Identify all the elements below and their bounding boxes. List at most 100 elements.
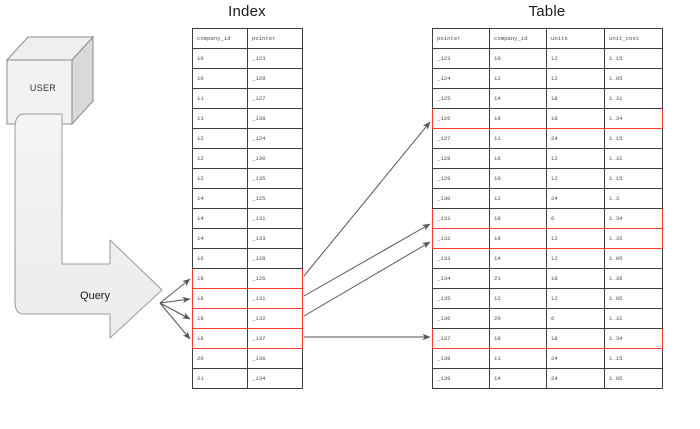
table-row-cell-company_id: 18 xyxy=(489,328,547,349)
table-row-cell-company_id: 11 xyxy=(489,128,547,149)
table-row-cell-units: 18 xyxy=(546,88,605,109)
table-row-cell-pointer: _124 xyxy=(432,68,490,89)
table-row-cell-units: 24 xyxy=(546,348,605,369)
index-row: 18_137 xyxy=(192,328,303,349)
table-row-cell-units: 12 xyxy=(546,288,605,309)
query-arrow-shape xyxy=(14,113,163,339)
index-row-cell-pointer: _125 xyxy=(247,188,303,209)
table-row-cell-unit_cost: 1.15 xyxy=(604,168,663,189)
index-row: 18_126 xyxy=(192,268,303,289)
index-row: 11_127 xyxy=(192,88,303,109)
index-row: 14_133 xyxy=(192,228,303,249)
table-row-cell-units: 6 xyxy=(546,308,605,329)
index-row: 10_123 xyxy=(192,48,303,69)
table-row-cell-unit_cost: 1.31 xyxy=(604,308,663,329)
table-row-cell-unit_cost: 1.31 xyxy=(604,148,663,169)
index-131-to-table-131 xyxy=(303,223,431,297)
table-row-cell-company_id: 14 xyxy=(489,88,547,109)
index-row-cell-company_id: 12 xyxy=(192,128,248,149)
index-row-cell-pointer: _134 xyxy=(247,368,303,389)
index-row-cell-company_id: 18 xyxy=(192,288,248,309)
index-row-cell-company_id: 16 xyxy=(192,248,248,269)
table-row-cell-company_id: 12 xyxy=(489,188,547,209)
table-row-cell-unit_cost: 1.31 xyxy=(604,88,663,109)
table-row-cell-company_id: 12 xyxy=(489,68,547,89)
table-row-cell-pointer: _134 xyxy=(432,268,490,289)
table-row-cell-units: 18 xyxy=(546,268,605,289)
table-row-cell-units: 12 xyxy=(546,168,605,189)
table-row-cell-units: 18 xyxy=(546,328,605,349)
table-row-cell-pointer: _135 xyxy=(432,288,490,309)
index-row-cell-pointer: _135 xyxy=(247,168,303,189)
table-row-cell-pointer: _131 xyxy=(432,208,490,229)
table-row-cell-units: 24 xyxy=(546,368,605,389)
index-row: 12_124 xyxy=(192,128,303,149)
index-row-cell-company_id: 12 xyxy=(192,148,248,169)
table-row-cell-unit_cost: 1.05 xyxy=(604,368,663,389)
table-row-cell-pointer: _123 xyxy=(432,48,490,69)
table-row-cell-company_id: 10 xyxy=(489,48,547,69)
table-col-units: units xyxy=(546,28,605,49)
index-row-cell-company_id: 14 xyxy=(192,228,248,249)
index-row: 16_128 xyxy=(192,248,303,269)
index-row-cell-pointer: _123 xyxy=(247,48,303,69)
index-row-cell-pointer: _127 xyxy=(247,88,303,109)
index-row: 14_131 xyxy=(192,208,303,229)
index-row-cell-pointer: _131 xyxy=(247,208,303,229)
table-row-cell-units: 18 xyxy=(546,108,605,129)
index-row-cell-pointer: _128 xyxy=(247,248,303,269)
index-row: 18_132 xyxy=(192,308,303,329)
index-col-company-id: company_id xyxy=(192,28,248,49)
index-126-to-table-126 xyxy=(303,121,431,277)
table-row-cell-company_id: 18 xyxy=(489,208,547,229)
index-row: 18_131 xyxy=(192,288,303,309)
table-row-cell-unit_cost: 1.15 xyxy=(604,348,663,369)
table-row-cell-units: 12 xyxy=(546,148,605,169)
index-row: 20_136 xyxy=(192,348,303,369)
index-row: 14_125 xyxy=(192,188,303,209)
index-header-row: company_id pointer xyxy=(192,28,303,49)
table-row-cell-units: 12 xyxy=(546,68,605,89)
table-row-cell-pointer: _132 xyxy=(432,228,490,249)
table-row-cell-company_id: 18 xyxy=(489,108,547,129)
index-row-cell-pointer: _137 xyxy=(247,328,303,349)
index-col-pointer: pointer xyxy=(247,28,303,49)
index-row-cell-pointer: _136 xyxy=(247,348,303,369)
index-row-cell-company_id: 10 xyxy=(192,68,248,89)
table-row-cell-company_id: 14 xyxy=(489,368,547,389)
index-row-cell-pointer: _130 xyxy=(247,148,303,169)
table-header-row: pointer company_id units unit_cost xyxy=(432,28,663,49)
index-row-cell-company_id: 12 xyxy=(192,168,248,189)
index-row-cell-company_id: 14 xyxy=(192,188,248,209)
table-row-cell-unit_cost: 1.3 xyxy=(604,188,663,209)
index-row-cell-company_id: 11 xyxy=(192,88,248,109)
table-row-cell-unit_cost: 1.05 xyxy=(604,68,663,89)
table-row-cell-pointer: _129 xyxy=(432,168,490,189)
index-row-cell-company_id: 18 xyxy=(192,268,248,289)
table-row-cell-company_id: 10 xyxy=(489,168,547,189)
table-row-cell-unit_cost: 1.34 xyxy=(604,328,663,349)
table-row-cell-units: 12 xyxy=(546,248,605,269)
table-row-cell-company_id: 20 xyxy=(489,308,547,329)
table-row-cell-unit_cost: 1.05 xyxy=(604,288,663,309)
index-row-cell-company_id: 11 xyxy=(192,108,248,129)
table-row-cell-company_id: 18 xyxy=(489,228,547,249)
index-row: 21_134 xyxy=(192,368,303,389)
index-title: Index xyxy=(228,3,266,20)
table-row-cell-unit_cost: 1.95 xyxy=(604,248,663,269)
index-row-cell-company_id: 14 xyxy=(192,208,248,229)
table-row-cell-unit_cost: 1.15 xyxy=(604,128,663,149)
table-row-cell-unit_cost: 1.15 xyxy=(604,48,663,69)
